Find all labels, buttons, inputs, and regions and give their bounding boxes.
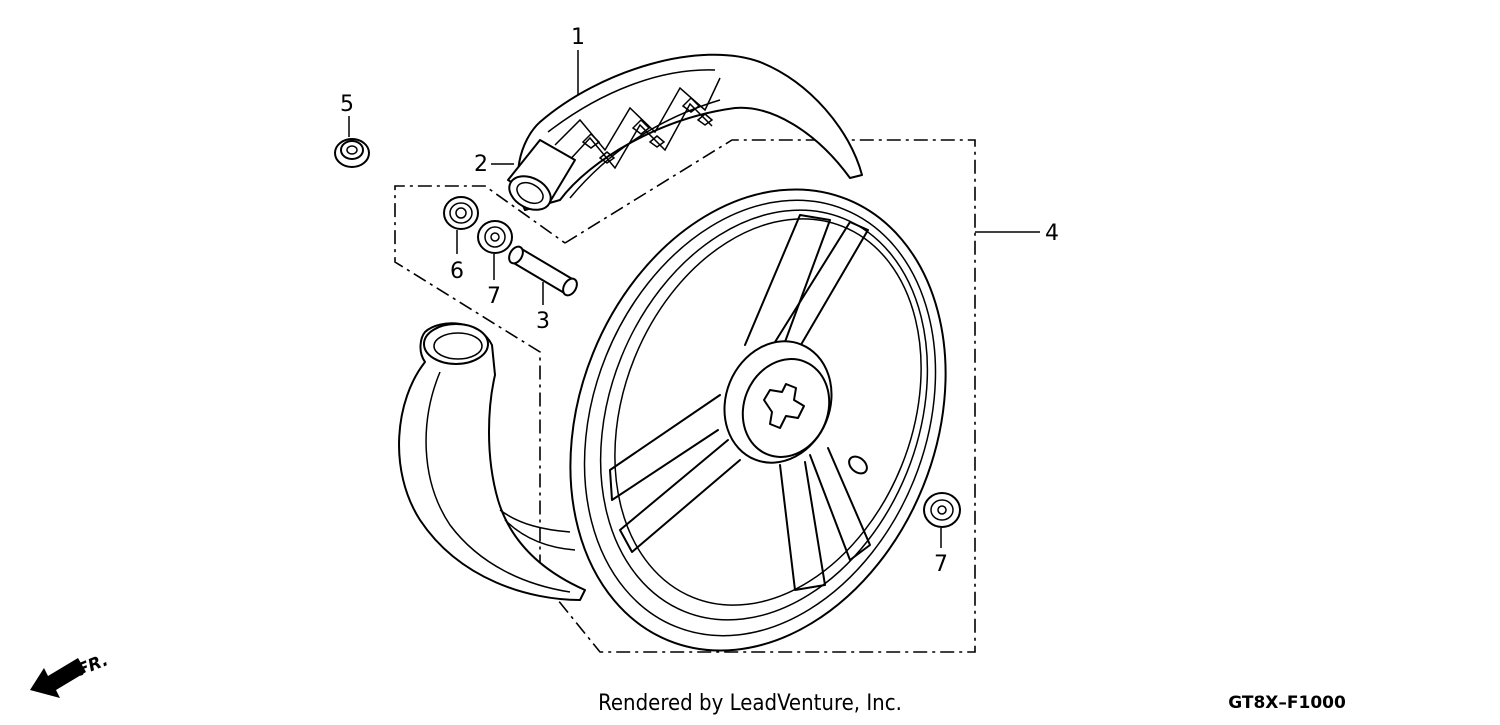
callout-5: 5 bbox=[340, 92, 354, 117]
callout-4: 4 bbox=[1045, 221, 1059, 246]
dust-seal-part bbox=[443, 196, 479, 230]
credit-text: Rendered by LeadVenture, Inc. bbox=[598, 691, 902, 716]
front-direction-label: FR. bbox=[74, 650, 111, 680]
callout-1: 1 bbox=[571, 25, 585, 50]
wheel-rim-part bbox=[569, 188, 947, 652]
diagram-code: GT8X–F1000 bbox=[1228, 693, 1346, 713]
callout-7-lower: 7 bbox=[934, 552, 948, 577]
distance-collar-part bbox=[508, 245, 578, 297]
valve-stem-part bbox=[507, 139, 576, 211]
leader-lines bbox=[348, 50, 1040, 548]
rim-spokes bbox=[609, 214, 871, 591]
bearing-part-upper bbox=[477, 220, 513, 254]
front-direction-arrow-icon bbox=[30, 658, 86, 698]
callout-2: 2 bbox=[474, 152, 488, 177]
nut-part bbox=[334, 138, 370, 168]
tire-part bbox=[398, 53, 863, 601]
bearing-part-lower bbox=[923, 492, 961, 528]
callout-6: 6 bbox=[450, 259, 464, 284]
callout-3: 3 bbox=[536, 309, 550, 334]
assembly-bracket-lines bbox=[394, 139, 976, 653]
callout-7-upper: 7 bbox=[487, 284, 501, 309]
tread-pattern bbox=[554, 77, 721, 170]
